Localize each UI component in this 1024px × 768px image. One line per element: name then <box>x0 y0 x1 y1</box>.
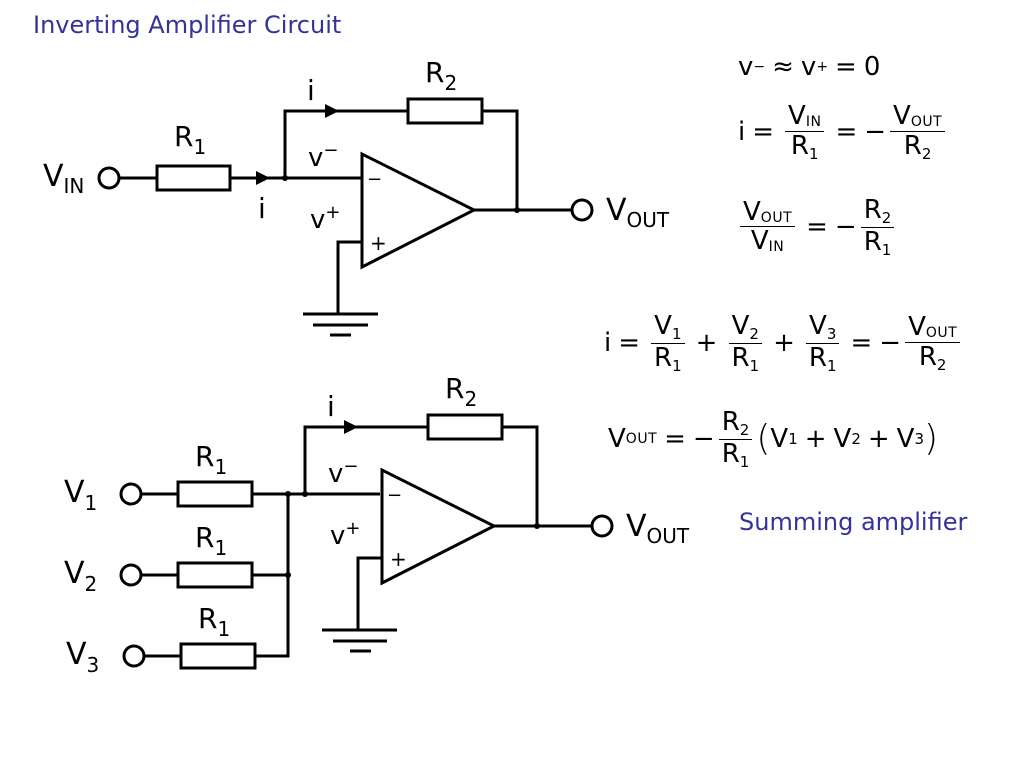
resistor-r1-a <box>176 480 254 508</box>
label-vout-2: VOUT <box>626 509 690 548</box>
opamp-triangle-2 <box>380 467 498 586</box>
resistor-r2-summing <box>426 413 504 441</box>
pin-plus: + <box>370 231 387 255</box>
resistor-r1 <box>155 164 232 192</box>
vout-terminal-2 <box>590 514 614 538</box>
v3-terminal <box>122 644 146 668</box>
label-vminus: v− <box>308 140 338 173</box>
label-r2: R2 <box>425 56 457 95</box>
current-arrow-input <box>256 171 270 185</box>
vout-terminal <box>570 198 594 222</box>
current-arrow-feedback-2 <box>344 420 358 434</box>
label-r1-c: R1 <box>198 602 230 641</box>
label-current-input: i <box>258 192 266 225</box>
wire-plus-ground <box>336 240 362 314</box>
label-v1: V1 <box>64 475 97 515</box>
label-current-feedback: i <box>307 74 315 107</box>
resistor-r1-b <box>176 561 254 589</box>
current-arrow-feedback <box>325 104 339 118</box>
pin-minus: − <box>367 169 382 190</box>
resistor-r2 <box>406 97 484 125</box>
summing-amplifier-caption: Summing amplifier <box>739 508 968 536</box>
label-r2-summing: R2 <box>445 372 477 411</box>
vin-terminal <box>97 166 121 190</box>
label-vplus: v+ <box>310 202 340 235</box>
wire-feedback-left <box>283 109 408 178</box>
label-vout: VOUT <box>606 193 670 232</box>
label-vplus-2: v+ <box>330 518 360 551</box>
pin-minus-2: − <box>387 485 402 506</box>
resistor-r1-c <box>179 642 257 670</box>
wire-feedback-right <box>482 109 519 210</box>
label-r1-b: R1 <box>195 521 227 560</box>
label-current-summing: i <box>327 390 335 423</box>
inverting-amplifier-circuit <box>97 97 594 337</box>
label-vminus-2: v− <box>328 456 358 489</box>
label-v2: V2 <box>64 556 97 596</box>
label-r1-a: R1 <box>195 440 227 479</box>
label-r1: R1 <box>174 120 206 159</box>
label-v3: V3 <box>66 637 99 677</box>
v1-terminal <box>119 482 143 506</box>
output-node <box>514 207 520 213</box>
page-title: Inverting Amplifier Circuit <box>33 11 342 39</box>
equation-virtual-ground: v− ≈ v+ = 0 <box>738 52 881 82</box>
v2-terminal <box>119 563 143 587</box>
pin-plus-2: + <box>390 547 407 571</box>
label-vin: VIN <box>43 159 84 198</box>
summing-amplifier-circuit <box>119 413 614 670</box>
opamp-triangle <box>360 151 478 270</box>
